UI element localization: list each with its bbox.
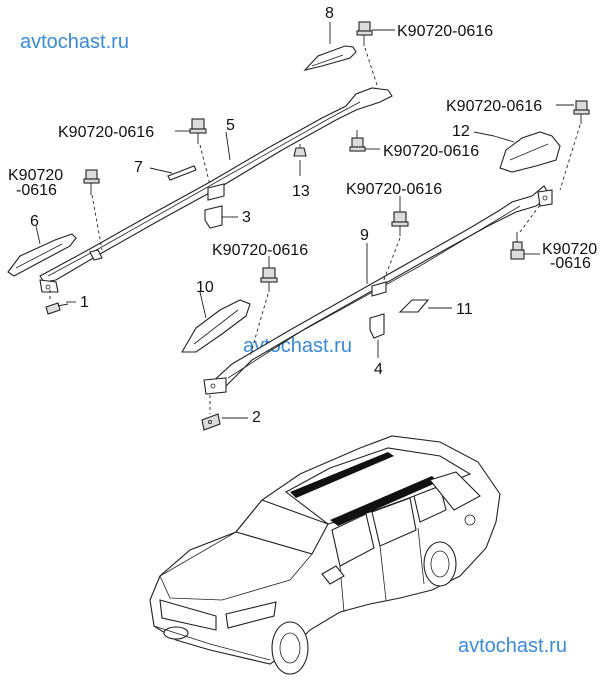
part-10-cover — [181, 299, 251, 353]
part-number-bolt-part10: K90720-0616 — [212, 242, 308, 259]
part-3-bracket — [204, 183, 225, 229]
bolt-icon-right-top — [573, 100, 590, 124]
callout-3: 3 — [242, 209, 251, 226]
part-number-bolt-left-line2: -0616 — [16, 182, 57, 199]
part-11-pad — [398, 299, 430, 313]
part-number-bolt-right-low-line2: -0616 — [550, 255, 591, 272]
part-13-clip — [293, 144, 307, 157]
part-4-bracket — [369, 281, 387, 339]
callout-13: 13 — [292, 183, 310, 200]
part-number-bolt-center: K90720-0616 — [383, 143, 479, 160]
bolt-icon-part10 — [260, 267, 278, 292]
part-1-clip — [45, 302, 69, 315]
part-2-clip — [201, 413, 221, 431]
bolt-icon-center — [349, 130, 366, 152]
part-number-bolt-right-top: K90720-0616 — [446, 98, 542, 115]
watermark-center: avtochast.ru — [243, 335, 352, 357]
callout-1: 1 — [80, 294, 89, 311]
callout-9: 9 — [360, 227, 369, 244]
watermark-top-left: avtochast.ru — [20, 31, 129, 53]
part-5-roof-rail-left — [39, 87, 393, 293]
part-9-roof-rail-right — [203, 185, 553, 395]
callout-10: 10 — [196, 279, 214, 296]
bolt-icon-part5 — [189, 118, 207, 144]
part-number-bolt-part5: K90720-0616 — [58, 124, 154, 141]
part-7-strip — [167, 165, 197, 181]
part-number-bolt-right-low-line1: K90720 — [542, 241, 597, 258]
bolt-icon-left — [83, 169, 100, 195]
part-number-bolt-left-line1: K90720 — [8, 167, 63, 184]
part-6-cover — [7, 233, 77, 277]
callout-6: 6 — [30, 213, 39, 230]
callout-5: 5 — [226, 117, 235, 134]
station-wagon-illustration — [149, 435, 501, 675]
callout-7: 7 — [134, 159, 143, 176]
part-number-bolt-top: K90720-0616 — [397, 23, 493, 40]
callout-11: 11 — [456, 301, 473, 318]
bolt-icon-right-low — [510, 232, 525, 260]
watermark-bottom-right: avtochast.ru — [458, 635, 567, 657]
callout-4: 4 — [374, 361, 383, 378]
callout-8: 8 — [325, 5, 334, 22]
callout-2: 2 — [252, 409, 261, 426]
part-8-cover — [303, 45, 357, 71]
callout-12: 12 — [452, 123, 470, 140]
part-number-bolt-part9: K90720-0616 — [346, 181, 442, 198]
bolt-icon-top — [356, 21, 373, 46]
part-12-cover — [499, 131, 561, 173]
bolt-icon-part9 — [391, 211, 409, 236]
